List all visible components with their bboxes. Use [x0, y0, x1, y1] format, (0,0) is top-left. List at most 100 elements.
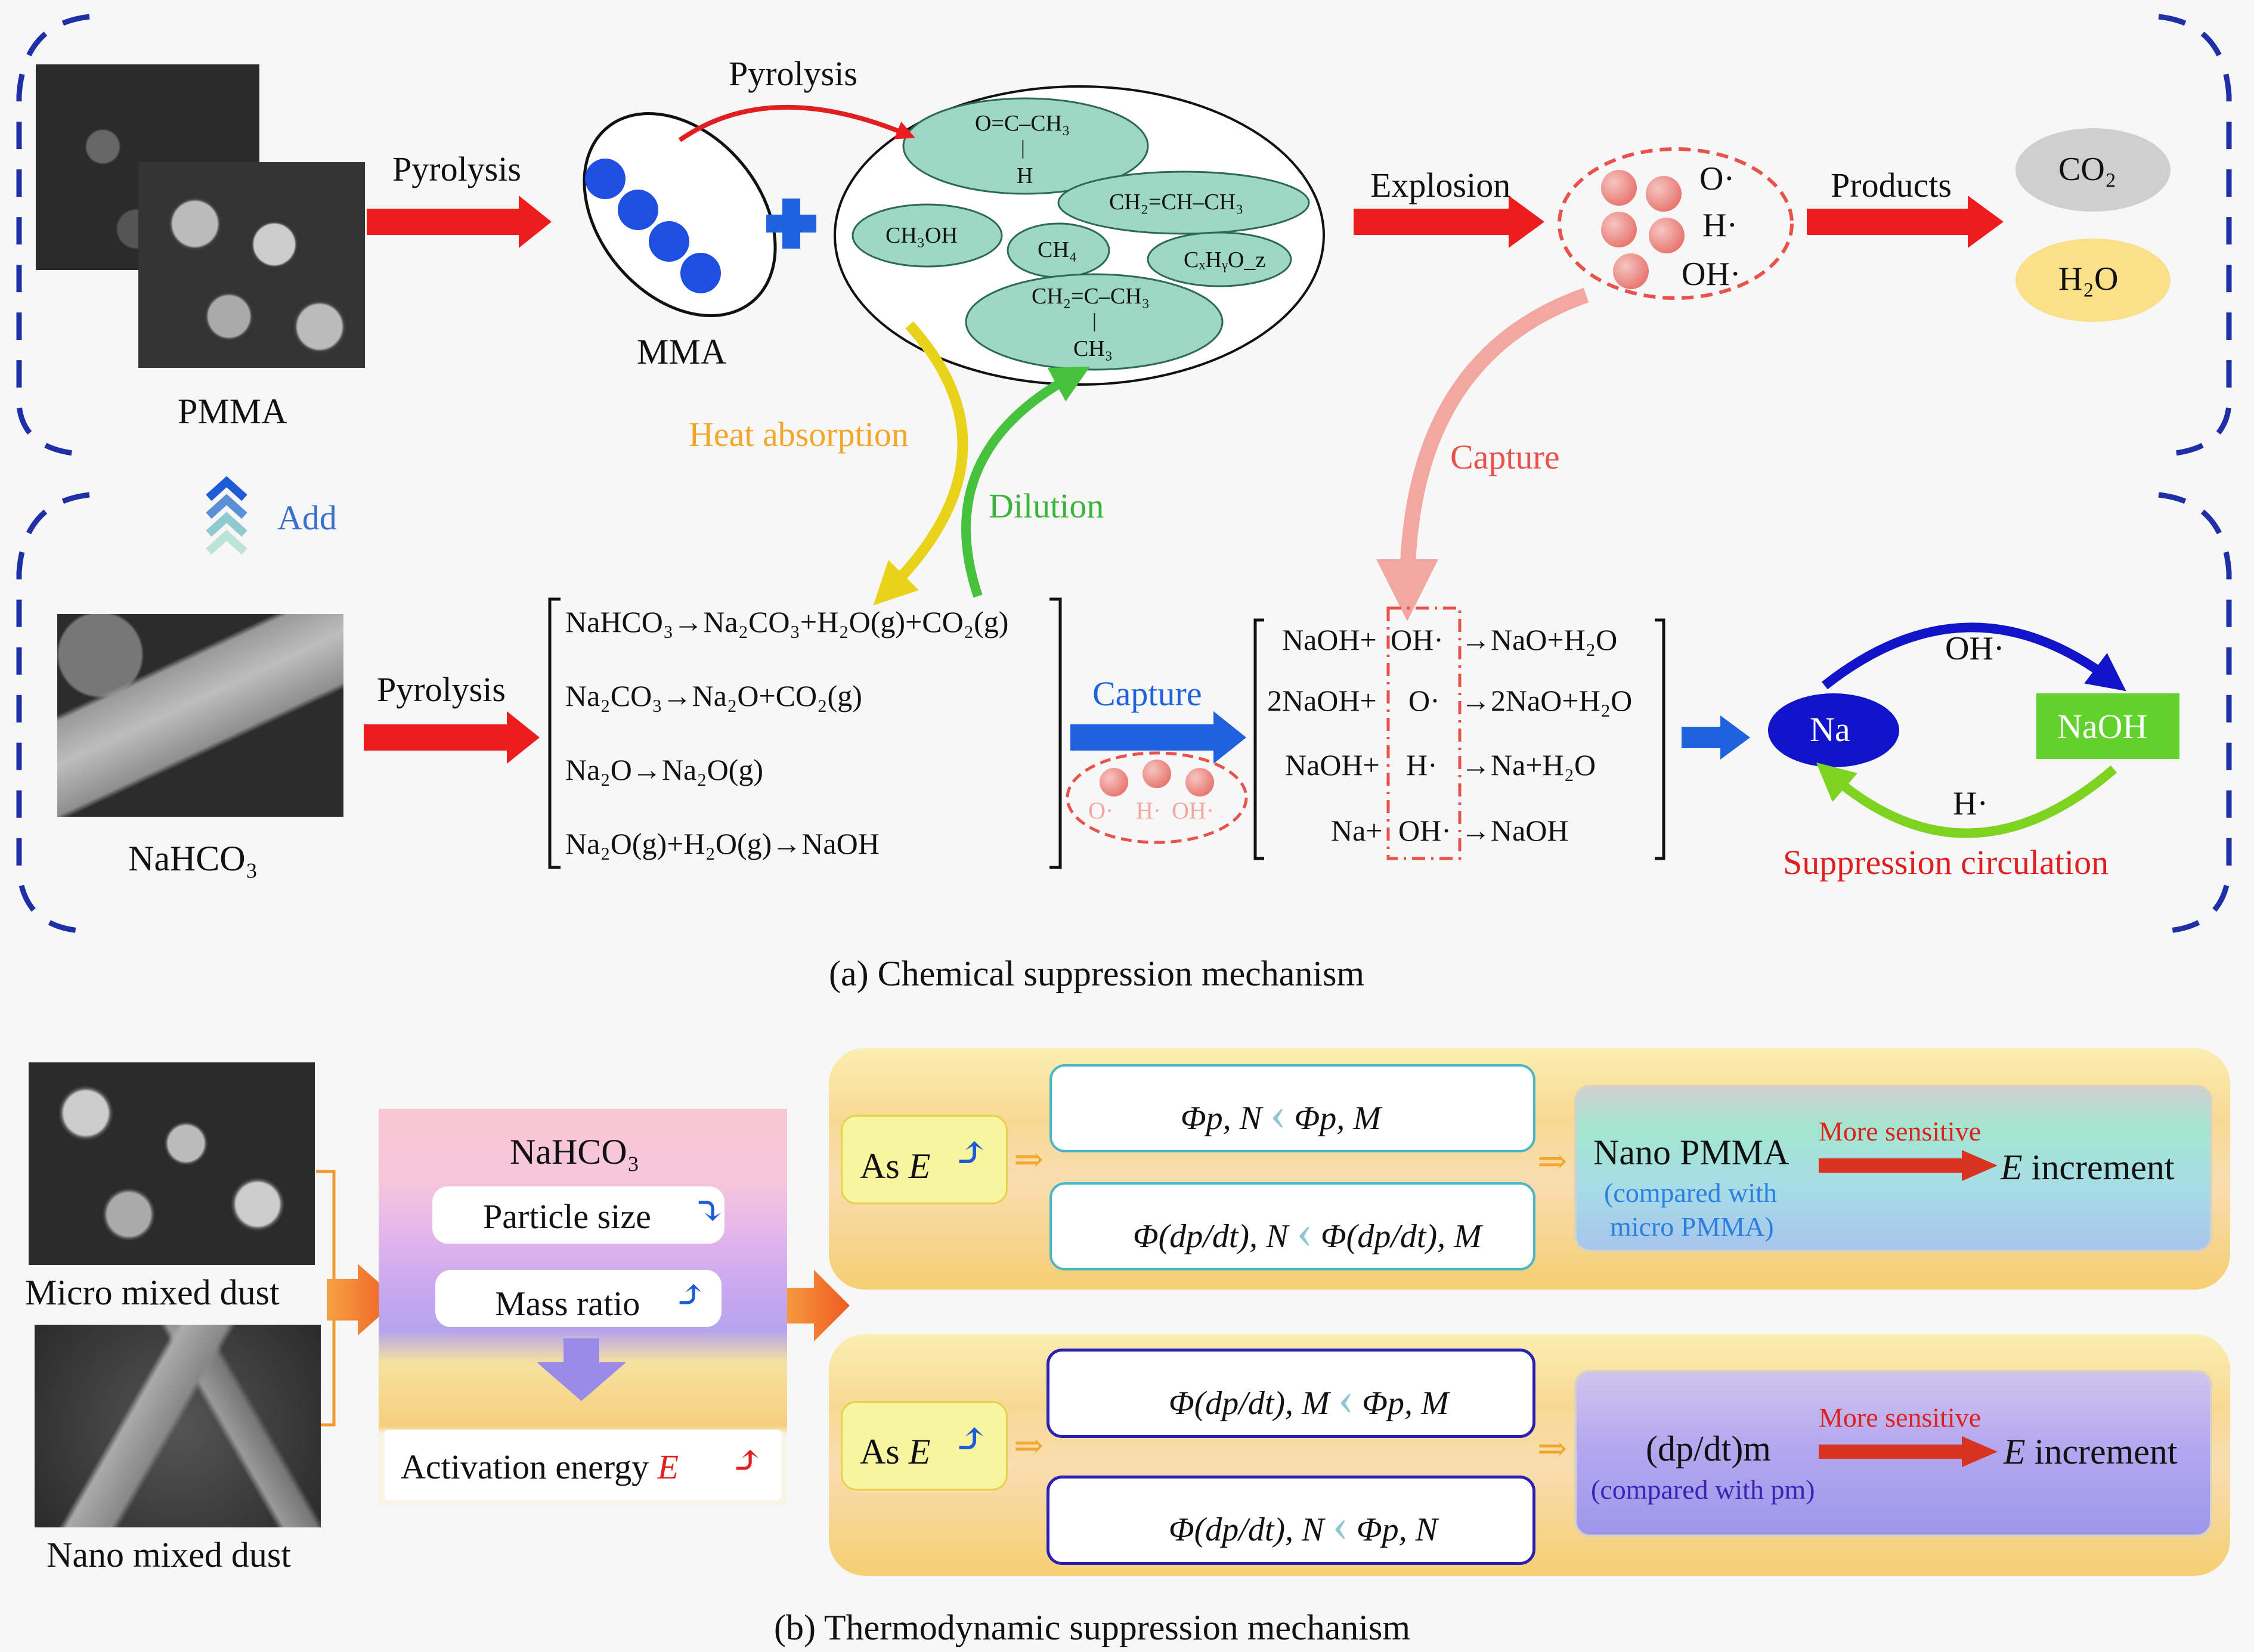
dilution-label: Dilution	[989, 486, 1104, 525]
particle-size-box	[432, 1186, 724, 1244]
lower-row1-text: Φ(dp/dt), M ‹ Φp, M	[1169, 1372, 1449, 1425]
mass-ratio-up-icon: ⤴	[674, 1273, 707, 1317]
caption-a: (a) Chemical suppression mechanism	[829, 954, 1365, 993]
upper-increment-label: E increment	[2001, 1148, 2175, 1187]
nahco3-sem-image	[57, 614, 343, 817]
upper-result-note-1: (compared with	[1604, 1177, 1777, 1208]
lower-sensitive-arrow	[1819, 1436, 1998, 1467]
product-co2: CO₂	[2058, 151, 2117, 188]
micro-mixed-dust-sem	[29, 1062, 315, 1265]
activation-energy-label: Activation energy E	[401, 1448, 679, 1486]
capture-label-top: Capture	[1450, 438, 1560, 476]
lower-row2-text: Φ(dp/dt), N ‹ Φp, N	[1169, 1499, 1438, 1551]
pyrolysis-label-2: Pyrolysis	[729, 54, 857, 93]
frame-top	[16, 14, 2232, 457]
cycle-naoh-label: NaOH	[2057, 707, 2148, 746]
decomp-eq-4: Na₂O(g)+H₂O(g)→NaOH	[565, 827, 880, 860]
species-5: CH₄	[1038, 237, 1078, 262]
upper-compare-row-1	[1049, 1064, 1535, 1152]
lower-to-compare-arrow: ⇒	[1014, 1426, 1044, 1465]
nano-mixed-dust-sem	[35, 1325, 321, 1527]
lower-increment-label: E increment	[2004, 1432, 2178, 1471]
caption-b: (b) Thermodynamic suppression mechanism	[774, 1608, 1410, 1647]
capture-eq-3-left: NaOH+	[1285, 748, 1380, 782]
upper-sensitive-arrow	[1819, 1150, 1998, 1181]
pmma-sem-image-2	[138, 162, 365, 368]
capture-eq-2-mid: O·	[1408, 684, 1440, 717]
upper-result-note-2: micro PMMA)	[1610, 1211, 1774, 1242]
decomp-eq-1: NaHCO₃→Na₂CO₃+H₂O(g)+CO₂(g)	[565, 605, 1009, 639]
lower-as-e-label: As E	[860, 1432, 931, 1471]
cycle-oh-label: OH·	[1945, 630, 2005, 667]
suppression-circulation-label: Suppression circulation	[1783, 843, 2109, 882]
pyrolysis-label-3: Pyrolysis	[377, 670, 506, 709]
species-8: CH₃	[1073, 336, 1113, 361]
activation-energy-box	[385, 1430, 781, 1500]
upper-row2-text: Φ(dp/dt), N ‹ Φ(dp/dt), M	[1133, 1205, 1482, 1258]
mma-ellipse	[583, 112, 777, 317]
particle-size-down-icon: ⤵	[693, 1190, 726, 1233]
activation-energy-up-icon: ⤴	[730, 1439, 764, 1483]
mass-ratio-label: Mass ratio	[495, 1284, 640, 1323]
lower-result-title: (dp/dt)m	[1646, 1429, 1771, 1468]
upper-as-e-box	[841, 1115, 1008, 1204]
lower-to-result-arrow: ⇒	[1537, 1429, 1568, 1468]
radical-oh: OH·	[1682, 256, 1741, 293]
radical-h: H·	[1702, 207, 1738, 244]
species-6: CₓHᵧO_z	[1184, 247, 1266, 272]
mma-label: MMA	[637, 332, 727, 371]
products-label: Products	[1831, 166, 1952, 204]
capture-label-mid: Capture	[1092, 674, 1202, 713]
capture-eq-1-left: NaOH+	[1282, 623, 1377, 656]
upper-result-title: Nano PMMA	[1593, 1133, 1789, 1172]
lower-as-e-box	[841, 1401, 1008, 1490]
down-arrow-icon	[537, 1338, 626, 1401]
capture-eq-2-right: →2NaO+H₂O	[1461, 684, 1633, 717]
upper-compare-row-2	[1049, 1182, 1535, 1270]
lower-compare-row-1	[1046, 1349, 1535, 1438]
mass-ratio-box	[435, 1270, 722, 1327]
capture-radical-oh: OH·	[1172, 797, 1215, 824]
upper-as-e-up-icon: ⤴	[953, 1129, 989, 1177]
capture-eq-4-right: →NaOH	[1461, 814, 1569, 847]
lower-compare-row-2	[1046, 1476, 1535, 1565]
heat-absorption-label: Heat absorption	[689, 415, 909, 454]
decomp-eq-3: Na₂O→Na₂O(g)	[565, 753, 763, 786]
capture-eq-4-left: Na+	[1331, 814, 1383, 847]
pyrolysis-label-1: Pyrolysis	[392, 150, 521, 188]
upper-more-sensitive: More sensitive	[1819, 1116, 1981, 1146]
upper-row1-text: Φp, N ‹ Φp, M	[1181, 1087, 1381, 1140]
species-3: CH₂=CH–CH₃	[1109, 190, 1244, 215]
capture-eq-3-mid: H·	[1406, 748, 1438, 782]
species-bar-2: |	[1092, 310, 1097, 332]
pmma-label: PMMA	[178, 392, 287, 431]
capture-eq-4-mid: OH·	[1398, 814, 1451, 847]
lower-result-note: (compared with pm)	[1591, 1474, 1815, 1505]
capture-eq-2-left: 2NaOH+	[1267, 684, 1377, 717]
nano-mixed-dust-label: Nano mixed dust	[47, 1535, 291, 1574]
species-1: O=C–CH₃	[975, 111, 1070, 136]
capture-eq-1-mid: OH·	[1391, 623, 1444, 656]
species-4: CH₃OH	[886, 223, 958, 248]
upper-as-e-label: As E	[860, 1146, 931, 1186]
particle-size-label: Particle size	[483, 1197, 651, 1236]
lower-more-sensitive: More sensitive	[1819, 1402, 1981, 1433]
capture-radical-h: H·	[1136, 797, 1162, 824]
capture-eq-1-right: →NaO+H₂O	[1461, 623, 1618, 656]
lower-as-e-up-icon: ⤴	[953, 1415, 989, 1463]
nahco3-label: NaHCO₃	[128, 839, 258, 878]
capture-eq-3-right: →Na+H₂O	[1461, 748, 1596, 782]
frame-bottom	[16, 492, 2232, 934]
nahco3-factor-title: NaHCO₃	[510, 1132, 640, 1171]
species-2: H	[1017, 163, 1033, 188]
explosion-label: Explosion	[1370, 166, 1511, 204]
upper-to-compare-arrow: ⇒	[1014, 1140, 1044, 1179]
micro-mixed-dust-label: Micro mixed dust	[25, 1273, 280, 1312]
product-h2o: H₂O	[2058, 261, 2119, 297]
upper-to-result-arrow: ⇒	[1537, 1142, 1568, 1181]
cycle-na-label: Na	[1810, 710, 1850, 749]
species-7: CH₂=C–CH₃	[1032, 284, 1150, 309]
cycle-h-label: H·	[1953, 785, 1989, 822]
species-bar-1: |	[1021, 137, 1025, 159]
